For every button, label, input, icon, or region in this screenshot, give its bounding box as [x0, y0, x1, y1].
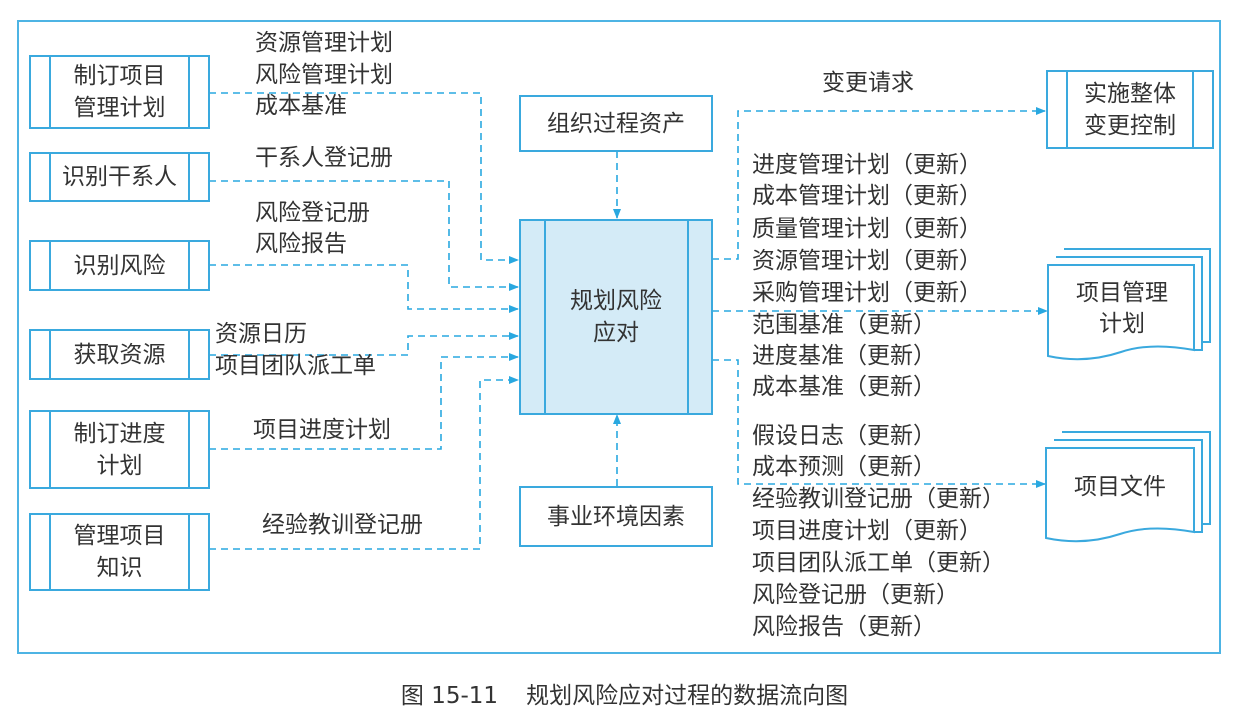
output-label: 范围基准（更新） [752, 312, 936, 338]
project-plan-doc-shape [1047, 248, 1211, 361]
box-label: 事业环境因素 [547, 503, 685, 530]
arrow-input-4 [209, 332, 519, 356]
input-process-develop-schedule: 制订进度 计划 [29, 410, 210, 489]
input-label: 项目进度计划 [253, 417, 391, 443]
arrow-input-1 [209, 92, 519, 264]
output-label: 资源管理计划（更新） [752, 248, 982, 274]
project-documents-doc-shape [1045, 431, 1211, 543]
output-label: 进度管理计划（更新） [752, 152, 982, 178]
output-label: 假设日志（更新） [752, 423, 936, 449]
output-label: 经验教训登记册（更新） [752, 486, 1005, 512]
process-label: 识别风险 [73, 252, 166, 279]
project-documents-doc-label: 项目文件 [1074, 474, 1166, 500]
center-process-label: 规划风险 应对 [570, 288, 662, 346]
process-label: 实施整体 变更控制 [1084, 80, 1176, 139]
input-process-identify-risks: 识别风险 [29, 240, 210, 291]
output-process-integrated-change-control: 实施整体 变更控制 [1046, 70, 1214, 149]
input-label: 成本基准 [255, 93, 347, 119]
process-label: 制订进度 计划 [73, 420, 166, 479]
arrow-input-5 [209, 353, 519, 450]
input-label: 风险管理计划 [255, 62, 393, 88]
process-label: 管理项目 知识 [73, 523, 166, 581]
process-label: 制订项目 管理计划 [73, 63, 166, 121]
input-process-develop-pm-plan: 制订项目 管理计划 [29, 55, 210, 129]
output-label: 质量管理计划（更新） [752, 216, 982, 242]
arrow-output-change [712, 107, 1046, 260]
figure-title: 规划风险应对过程的数据流向图 [526, 683, 849, 709]
output-label: 风险登记册（更新） [752, 582, 959, 608]
output-label: 成本管理计划（更新） [752, 183, 982, 209]
input-process-acquire-resources: 获取资源 [29, 329, 210, 380]
input-process-identify-stakeholders: 识别干系人 [29, 152, 210, 202]
output-label: 进度基准（更新） [752, 343, 936, 369]
project-plan-doc-label: 项目管理 计划 [1076, 280, 1168, 337]
arrow-input-3 [209, 264, 519, 313]
arrow-input-6 [209, 376, 519, 550]
input-label: 风险登记册 [255, 200, 370, 226]
input-process-manage-knowledge: 管理项目 知识 [29, 513, 210, 591]
input-label: 资源日历 [215, 321, 307, 347]
input-label: 项目团队派工单 [215, 353, 376, 379]
process-label: 识别干系人 [62, 164, 177, 190]
input-label: 风险报告 [255, 231, 347, 257]
box-label: 组织过程资产 [547, 110, 685, 137]
input-label: 干系人登记册 [255, 145, 393, 171]
output-label: 项目团队派工单（更新） [752, 550, 1005, 576]
output-label: 变更请求 [822, 70, 914, 96]
arrow-input-2 [209, 180, 519, 291]
enterprise-env-factors-box: 事业环境因素 [519, 486, 713, 547]
output-label: 成本预测（更新） [752, 454, 936, 480]
process-label: 获取资源 [73, 341, 166, 368]
arrow-output-docs [712, 359, 1046, 488]
output-label: 采购管理计划（更新） [752, 280, 982, 306]
output-label: 项目进度计划（更新） [752, 518, 982, 544]
input-label: 资源管理计划 [255, 30, 393, 56]
input-label: 经验教训登记册 [262, 512, 423, 538]
center-process-plan-risk-responses: 规划风险 应对 [519, 219, 713, 415]
output-label: 风险报告（更新） [752, 614, 936, 640]
diagram-frame [17, 20, 1221, 654]
output-label: 成本基准（更新） [752, 374, 936, 400]
figure-number: 图 15-11 [400, 683, 499, 709]
figure-caption: 图 15-11 规划风险应对过程的数据流向图 [0, 676, 1249, 710]
org-process-assets-box: 组织过程资产 [519, 95, 713, 152]
